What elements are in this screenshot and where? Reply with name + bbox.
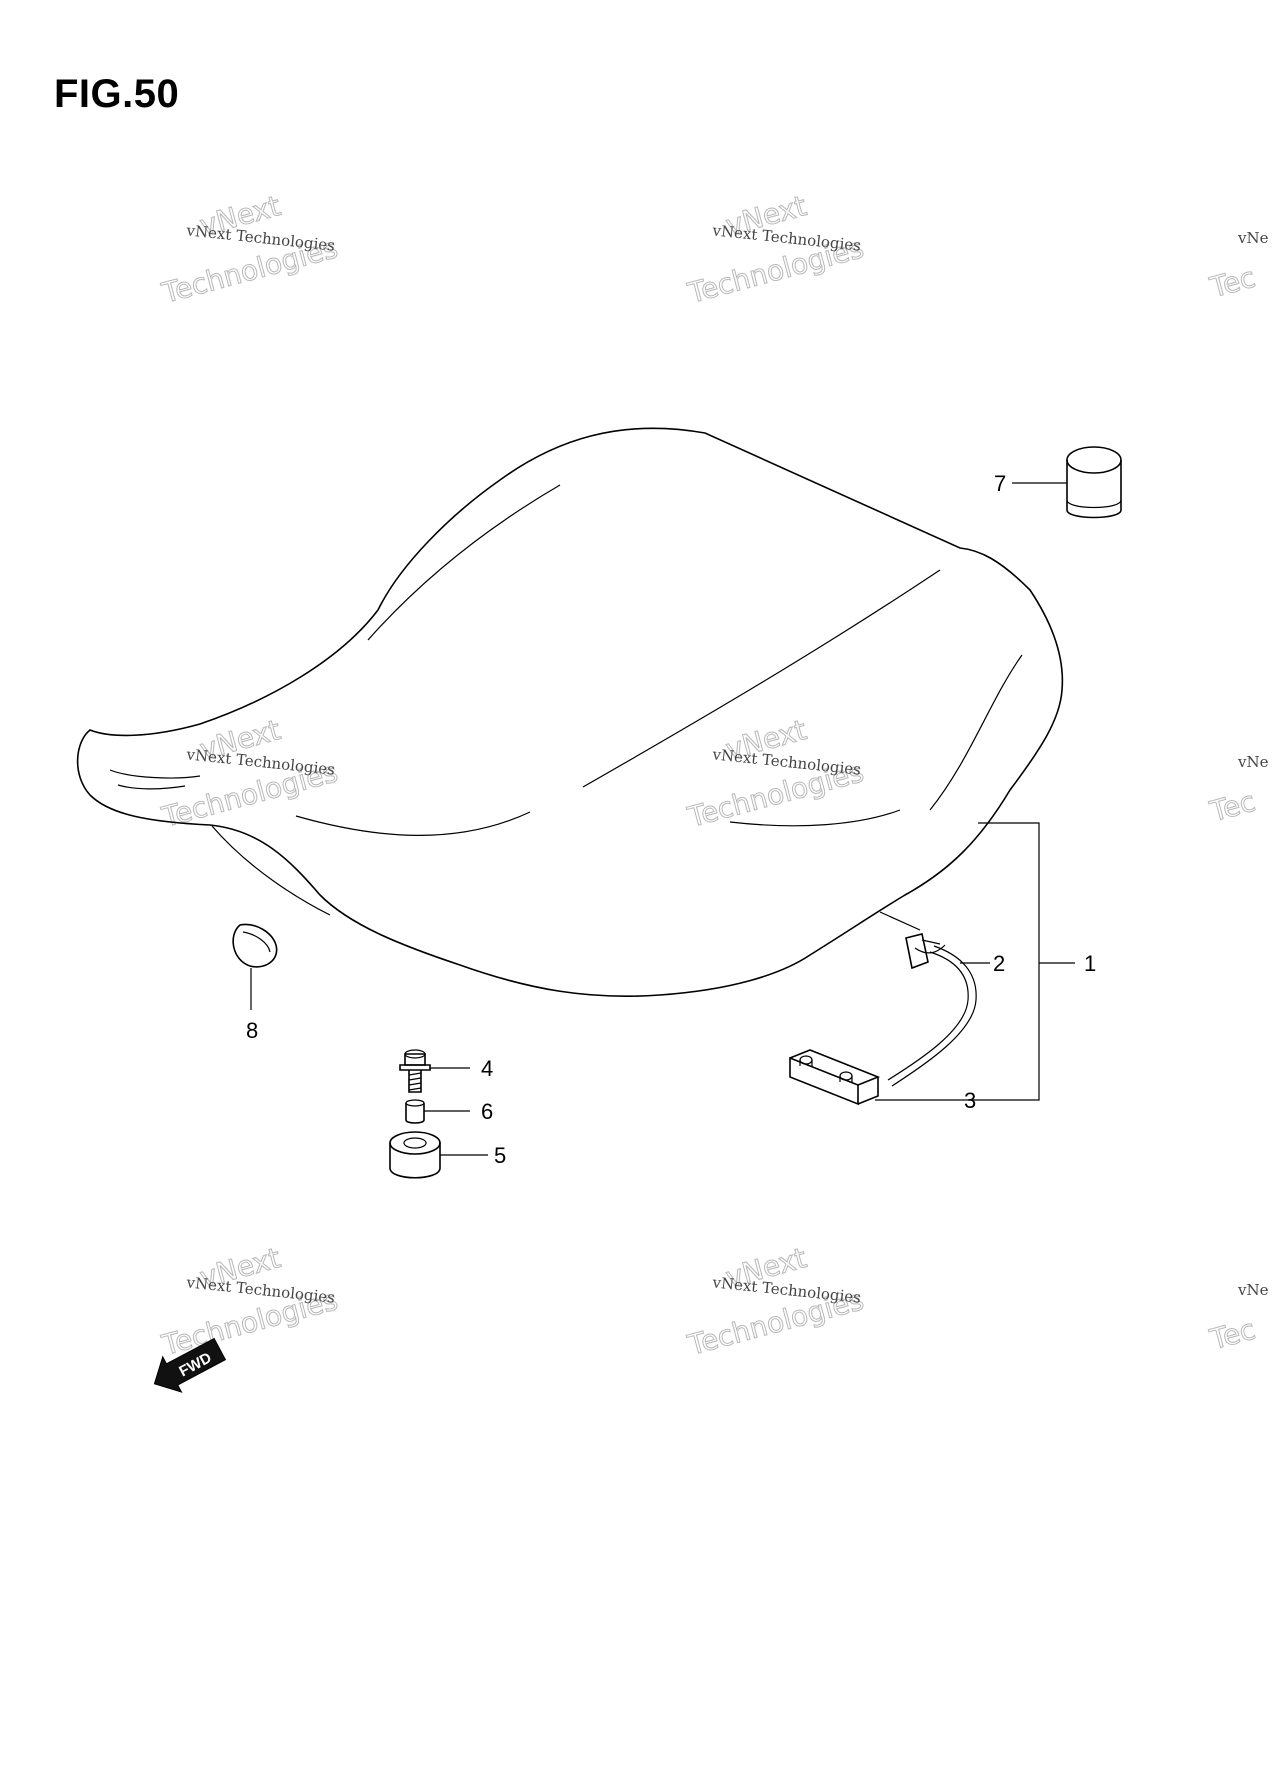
grommet-5-drawing [389,1131,441,1179]
watermark-bottom-right-edge: vNe Tec [1205,1281,1269,1357]
bracket-drawing [789,1049,881,1106]
callout-2: 2 [993,951,1005,976]
watermark-top-right-edge: vNe Tec [1205,229,1269,305]
watermark-mid-left: vNext Technologies vNext Technologies [157,713,341,835]
lock-hook-drawing [887,933,977,1087]
svg-text:Tec: Tec [1206,261,1259,305]
svg-text:Tec: Tec [1206,1313,1259,1357]
figure-title: FIG.50 [54,72,180,116]
callout-1: 1 [1084,951,1096,976]
callout-3: 3 [964,1088,976,1113]
collar-6-drawing [405,1099,425,1124]
callout-4: 4 [481,1056,493,1081]
watermark-bottom-center: vNext Technologies vNext Technologies [683,1241,867,1363]
watermark-top-center: vNext Technologies vNext Technologies [683,189,867,311]
callout-7: 7 [994,471,1006,496]
plug-8-drawing [232,923,278,1010]
cushion-7-drawing [1066,446,1122,519]
watermark-mid-center: vNext Technologies vNext Technologies [683,713,867,835]
leader-lines [424,482,1075,1156]
svg-text:vNe: vNe [1237,1281,1269,1299]
seat-assembly-drawing [76,427,1064,997]
callout-6: 6 [481,1099,493,1124]
svg-text:vNe: vNe [1237,229,1269,247]
watermark-bottom-left: vNext Technologies vNext Technologies [157,1241,341,1363]
bolt-4-drawing [399,1049,431,1093]
callout-8: 8 [246,1018,258,1043]
watermark-mid-right-edge: vNe Tec [1205,753,1269,829]
svg-text:vNe: vNe [1237,753,1269,771]
callout-5: 5 [494,1143,506,1168]
svg-text:Tec: Tec [1206,785,1259,829]
watermark-top-left: vNext Technologies vNext Technologies [157,189,341,311]
